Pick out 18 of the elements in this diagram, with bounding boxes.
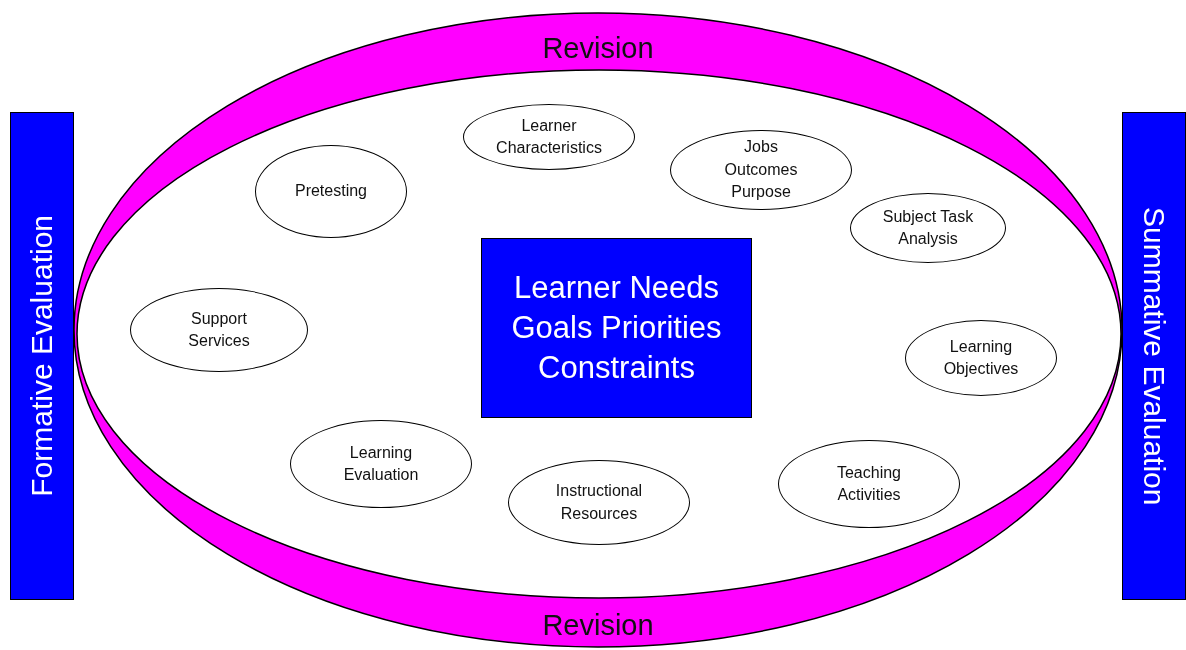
bar-label: Formative Evaluation xyxy=(25,215,59,497)
topic-label: Pretesting xyxy=(294,181,367,202)
topic-label: Instructional Resources xyxy=(554,481,644,524)
topic-label: Learning Objectives xyxy=(942,336,1020,379)
topic-label: Learning Evaluation xyxy=(342,442,420,485)
evaluation-bar xyxy=(10,112,74,600)
topic-label: Subject Task Analysis xyxy=(881,206,975,249)
ring-label: Revision xyxy=(542,32,654,65)
core-label: Learner Needs Goals Priorities Constraints xyxy=(510,268,723,388)
ring-label: Revision xyxy=(542,609,654,642)
topic-label: Jobs Outcomes Purpose xyxy=(723,137,799,203)
revision-ring xyxy=(73,12,1123,648)
bar-label: Summative Evaluation xyxy=(1137,206,1171,506)
topic-label: Support Services xyxy=(187,308,251,351)
evaluation-bar xyxy=(1122,112,1186,600)
core-box xyxy=(481,238,752,418)
topic-label: Learner Characteristics xyxy=(495,115,603,158)
topic-label: Teaching Activities xyxy=(835,462,902,505)
